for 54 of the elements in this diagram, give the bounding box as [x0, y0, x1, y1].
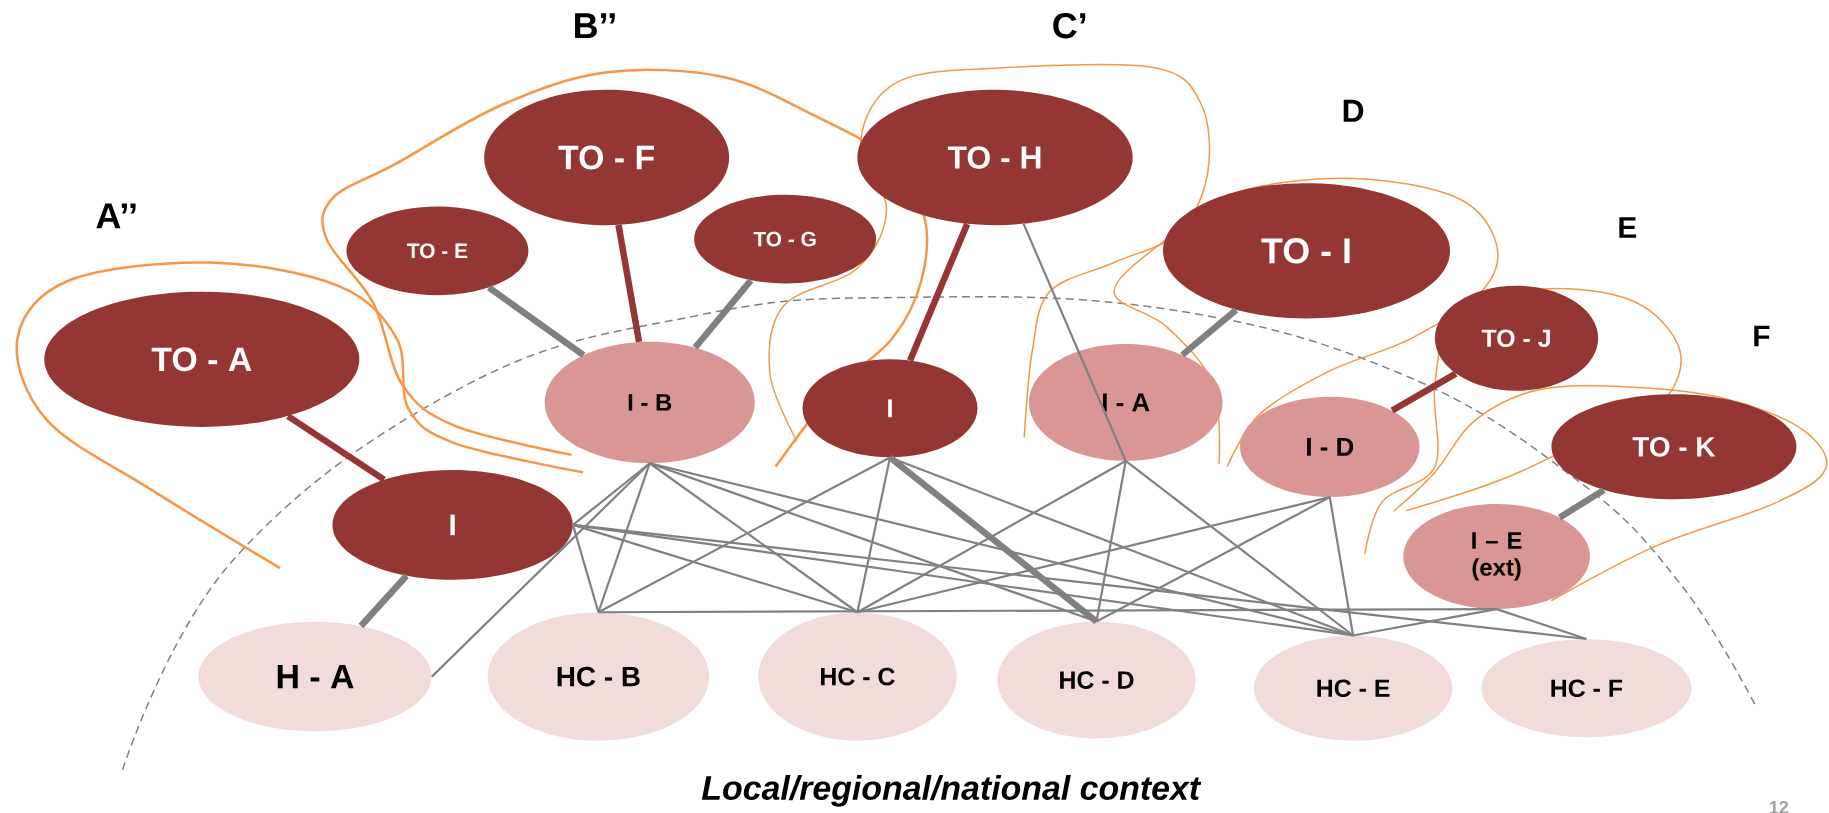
ellipse-node: TO - J [1434, 285, 1599, 391]
ellipse-node: HC - C [758, 612, 957, 741]
group-label: D [1343, 99, 1364, 122]
page-number: 12 [1770, 800, 1789, 813]
connector-line [1095, 460, 1127, 622]
ellipse-node: I [332, 470, 573, 580]
connector-line [889, 456, 1354, 637]
connector-line [1096, 496, 1331, 623]
ellipse-node: I – E (ext) [1403, 503, 1590, 609]
connector-line [487, 284, 586, 358]
ellipse-node: HC - D [997, 621, 1196, 739]
group-label: F [1754, 325, 1770, 347]
connector-line [1180, 307, 1239, 358]
ellipse-node: I - B [544, 341, 755, 464]
connector-line [1390, 370, 1458, 414]
connector-line [1557, 487, 1606, 521]
ellipse-node: HC - E [1253, 635, 1453, 741]
connector-line [572, 523, 858, 614]
connector-line [1352, 608, 1497, 637]
ellipse-node: TO - I [1163, 183, 1450, 319]
connector-line [856, 457, 892, 613]
connector-line [572, 523, 1587, 641]
connector-line [286, 413, 386, 483]
ellipse-node: I - D [1240, 396, 1420, 497]
group-label: A’’ [96, 203, 136, 229]
caption: Local/regional/national context [701, 775, 1202, 807]
connector-line [571, 524, 600, 613]
ellipse-node: TO - H [857, 89, 1133, 226]
group-label: C’ [1053, 13, 1086, 39]
group-label: E [1619, 217, 1637, 238]
connector-line [857, 496, 1331, 614]
ellipse-node: TO - E [346, 206, 529, 296]
connector-line [692, 278, 754, 350]
connector-line [597, 456, 891, 614]
connector-line [1496, 608, 1587, 641]
connector-line [572, 462, 651, 526]
connector-line [1125, 460, 1354, 637]
connector-line [358, 573, 409, 629]
ellipse-node: H - A [198, 621, 432, 732]
ellipse-node: I [802, 359, 978, 458]
connector-line [888, 454, 1099, 625]
connector-line [597, 462, 651, 613]
ellipse-node: HC - B [487, 612, 710, 741]
ellipse-node: TO - G [694, 194, 877, 284]
ellipse-node: TO - F [484, 89, 730, 226]
connector-line [1328, 496, 1355, 636]
connector-line [1022, 223, 1127, 462]
connector-line [598, 608, 1497, 614]
ellipse-node: HC - F [1481, 639, 1692, 738]
ellipse-node: TO - A [44, 291, 360, 427]
ellipse-node: TO - K [1551, 394, 1797, 500]
group-label: B’’ [575, 13, 615, 39]
connector-line [907, 222, 971, 362]
connector-line [615, 224, 643, 343]
